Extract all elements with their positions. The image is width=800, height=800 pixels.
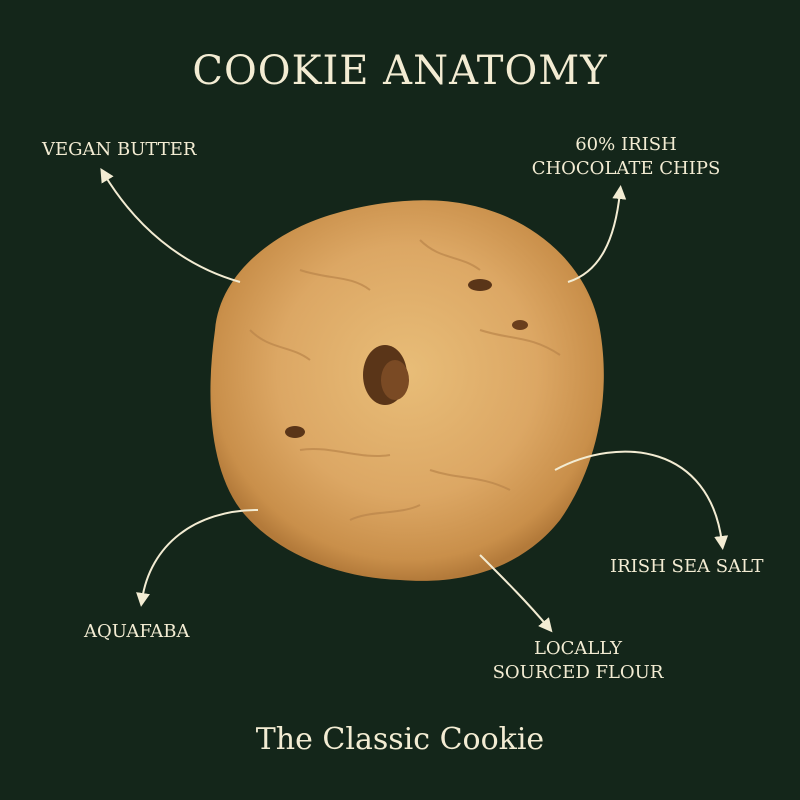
label-chocolate-chips-line2: CHOCOLATE CHIPS	[531, 158, 721, 179]
label-flour-line2: SOURCED FLOUR	[492, 662, 664, 683]
cookie-image	[210, 200, 604, 581]
label-flour: LOCALLY SOURCED FLOUR	[492, 637, 664, 685]
arrow-vegan-butter	[100, 168, 241, 283]
subtitle: The Classic Cookie	[255, 722, 545, 757]
label-aquafaba: AQUAFABA	[84, 621, 190, 642]
arrow-aquafaba	[136, 509, 259, 607]
arrow-chocolate-chips	[567, 185, 627, 283]
label-chocolate-chips-line1: 60% IRISH	[575, 134, 677, 155]
label-flour-line1: LOCALLY	[533, 638, 623, 659]
arrow-sea-salt	[554, 450, 729, 550]
label-sea-salt: IRISH SEA SALT	[610, 556, 764, 577]
page-title: COOKIE ANATOMY	[192, 48, 608, 94]
label-chocolate-chips: 60% IRISH CHOCOLATE CHIPS	[528, 133, 724, 181]
arrow-flour	[479, 554, 553, 633]
label-vegan-butter: VEGAN BUTTER	[42, 139, 197, 160]
